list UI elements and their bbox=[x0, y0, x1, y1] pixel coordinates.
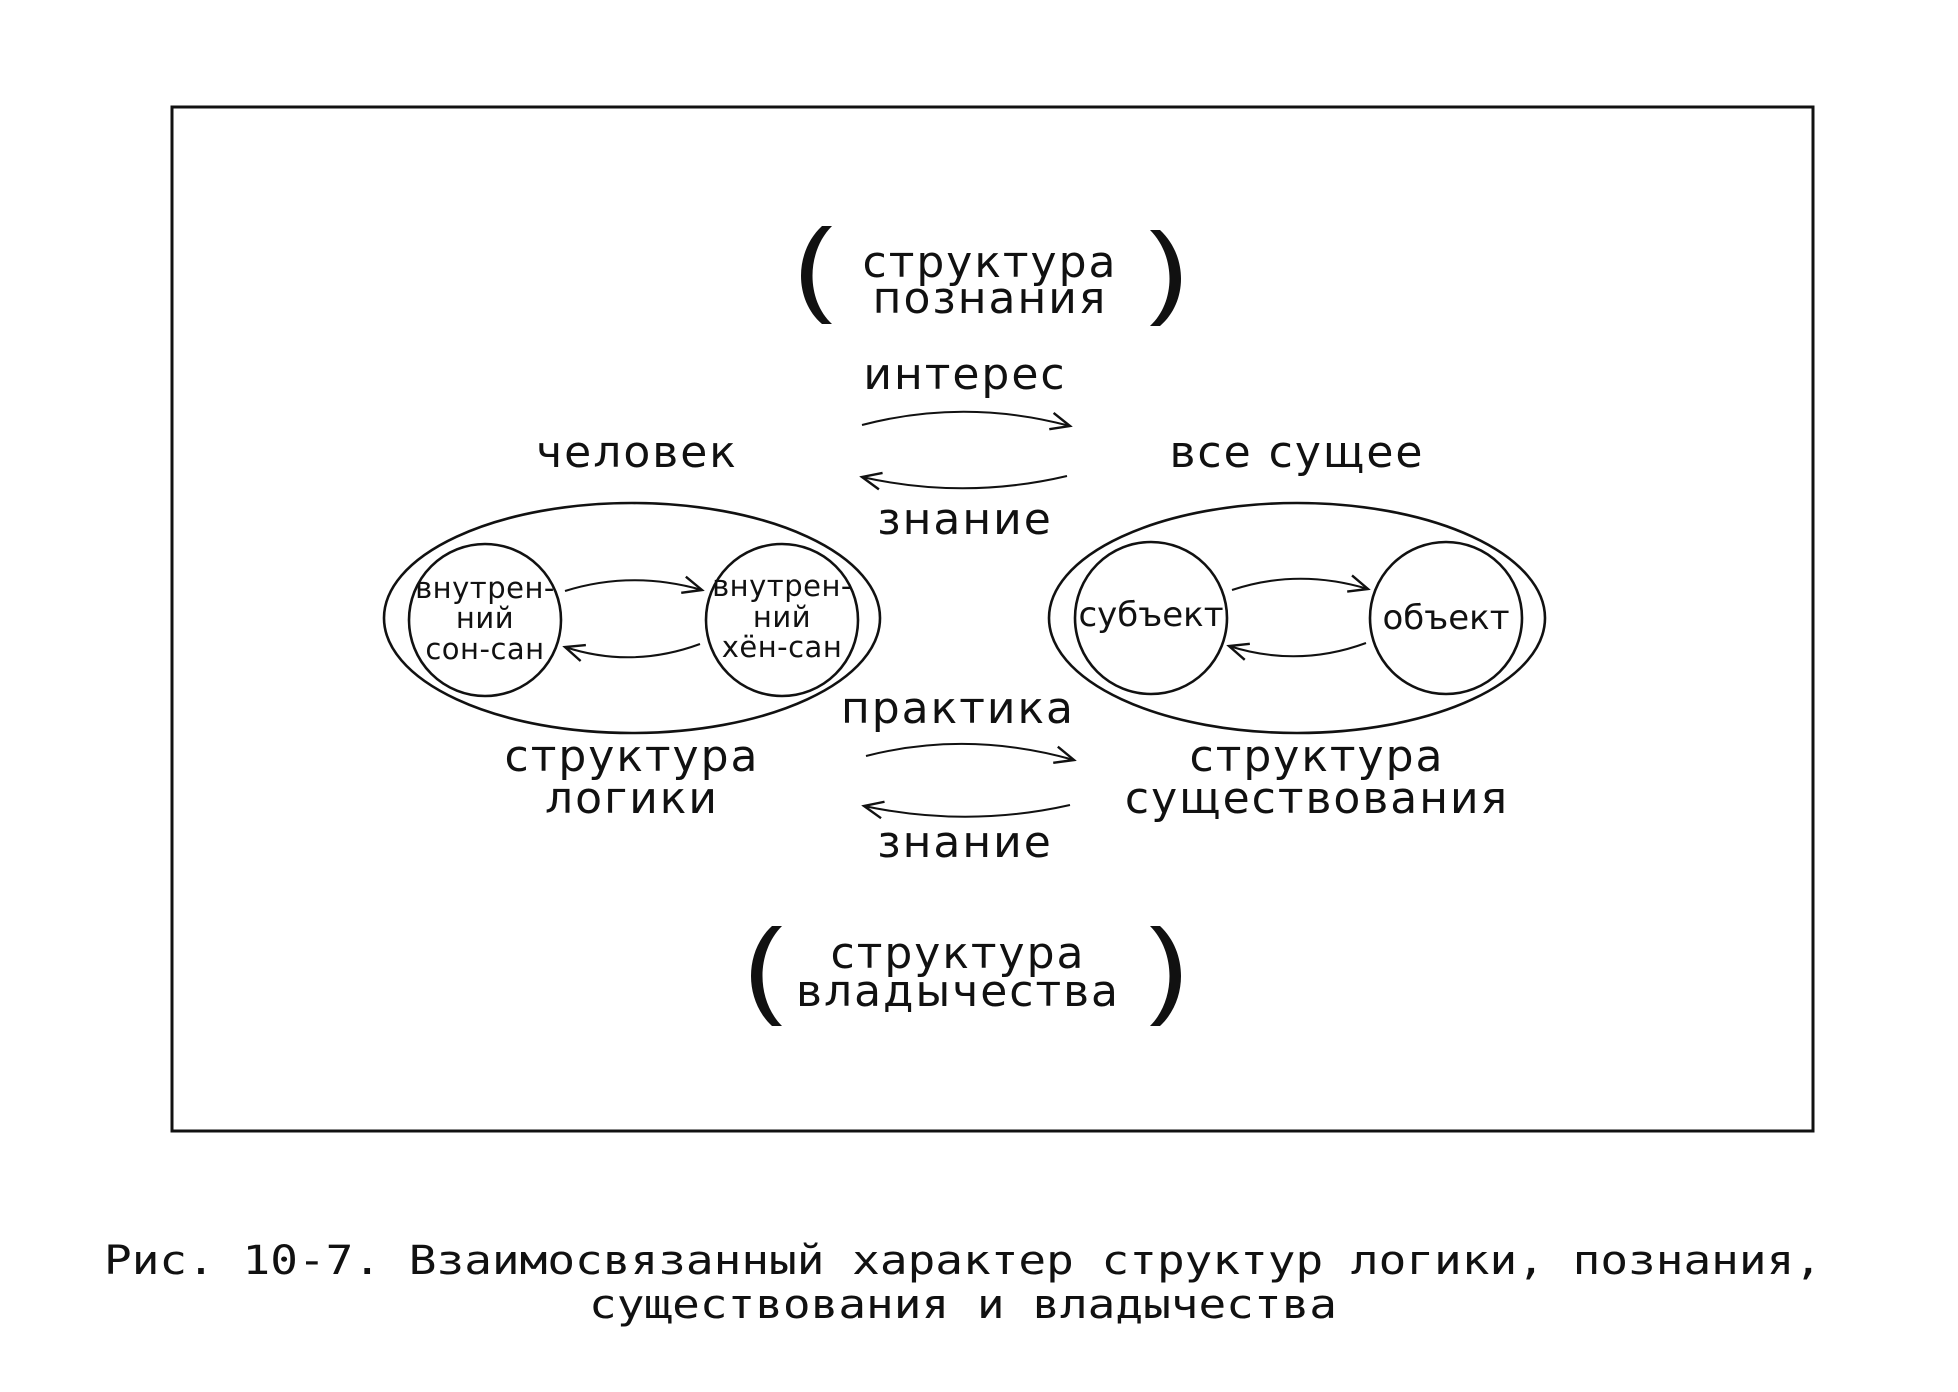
top-bracket-group: структура познания bbox=[801, 226, 1181, 326]
existence-return-arrow bbox=[1229, 642, 1367, 656]
inner-hyon-san-line2: ний bbox=[753, 600, 811, 634]
existence-forward-arrow bbox=[1231, 579, 1368, 590]
left-title: человек bbox=[536, 427, 738, 478]
bottom-forward-arrow bbox=[865, 742, 1074, 760]
diagram-frame bbox=[170, 105, 1815, 1133]
right-structure-line2: существования bbox=[1125, 773, 1509, 824]
bottom-return-label: знание bbox=[877, 817, 1053, 868]
inner-son-san-line2: ний bbox=[456, 601, 514, 635]
left-structure-line1: структура bbox=[505, 731, 760, 782]
inner-son-san-line3: сон-сан bbox=[425, 632, 544, 666]
top-return-arrow bbox=[862, 476, 1068, 488]
right-structure-line1: структура bbox=[1190, 731, 1445, 782]
caption-line2: существования и владычества bbox=[589, 1282, 1337, 1328]
object-label: объект bbox=[1382, 598, 1509, 638]
right-title: все сущее bbox=[1170, 427, 1425, 478]
caption-line1: Рис. 10-7. Взаимосвязанный характер стру… bbox=[104, 1238, 1822, 1284]
right-parenthesis bbox=[1150, 926, 1181, 1026]
top-box-line1: структура bbox=[863, 237, 1118, 288]
right-parenthesis bbox=[1150, 230, 1181, 326]
bottom-box-line2: владычества bbox=[796, 966, 1120, 1017]
bottom-return-arrow bbox=[864, 805, 1071, 817]
existence-structure: субъект объект bbox=[1047, 501, 1547, 735]
inner-son-san-line1: внутрен- bbox=[415, 571, 555, 605]
inner-hyon-san-circle bbox=[704, 542, 860, 698]
inner-son-san-circle bbox=[407, 542, 563, 698]
bottom-bracket-group: структура владычества bbox=[751, 926, 1181, 1026]
logic-return-arrow bbox=[565, 643, 701, 657]
top-arrow-label: интерес bbox=[863, 349, 1066, 400]
existence-outer-ellipse bbox=[1047, 501, 1547, 735]
logic-forward-arrow bbox=[564, 580, 702, 591]
subject-label: субъект bbox=[1078, 595, 1223, 635]
subject-circle bbox=[1073, 540, 1229, 696]
top-box-line2: познания bbox=[873, 273, 1108, 324]
top-forward-arrow bbox=[861, 410, 1070, 426]
left-structure-line2: логики bbox=[545, 773, 719, 824]
inner-hyon-san-line1: внутрен- bbox=[712, 569, 852, 603]
logic-outer-ellipse bbox=[382, 501, 882, 735]
bottom-arrow-label: практика bbox=[841, 683, 1075, 734]
logic-structure: внутрен- ний сон-сан внутрен- ний хён-са… bbox=[382, 501, 882, 735]
bottom-box-line1: структура bbox=[831, 928, 1086, 979]
inner-hyon-san-line3: хён-сан bbox=[722, 630, 843, 664]
object-circle bbox=[1368, 540, 1524, 696]
top-return-label: знание bbox=[877, 494, 1053, 545]
left-parenthesis bbox=[801, 226, 832, 324]
left-parenthesis bbox=[751, 926, 782, 1026]
